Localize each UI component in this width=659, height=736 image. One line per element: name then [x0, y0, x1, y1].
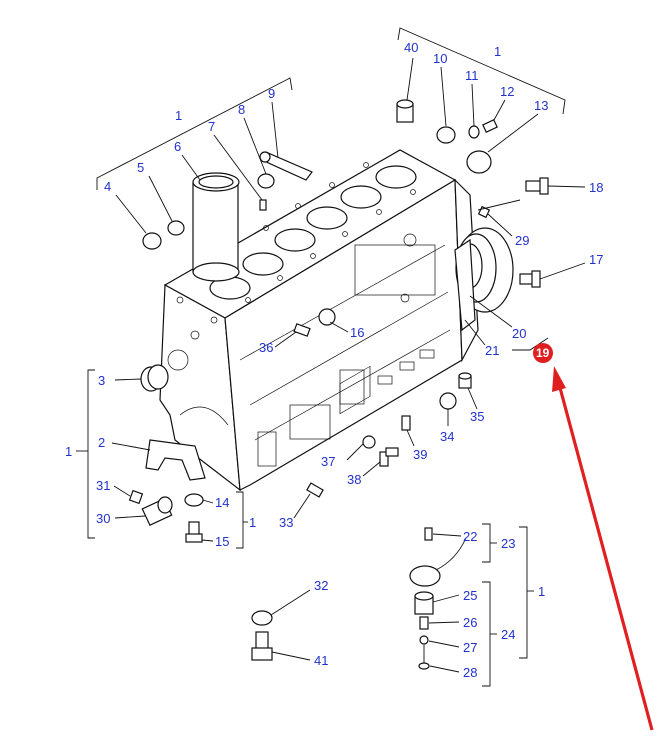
callout-5: 5	[137, 160, 144, 175]
parts	[128, 99, 549, 670]
callout-28: 28	[463, 665, 477, 680]
callout-21: 21	[485, 343, 499, 358]
callout-41: 41	[314, 653, 328, 668]
callout-39: 39	[413, 447, 427, 462]
callout-35: 35	[470, 409, 484, 424]
valve-body-25	[414, 591, 434, 615]
callout-18: 18	[589, 180, 603, 195]
callout-37: 37	[321, 454, 335, 469]
screw-39	[401, 415, 411, 431]
tube-9	[259, 151, 313, 181]
bolt-38	[379, 447, 399, 467]
callout-24: 24	[501, 627, 515, 642]
callout-38: 38	[347, 472, 361, 487]
callout-31: 31	[96, 478, 110, 493]
callout-1-top-left: 1	[175, 108, 182, 123]
group-brackets	[76, 27, 566, 687]
cylinder-liner	[192, 172, 240, 282]
red-pointer-arrow	[552, 366, 654, 731]
screw-36	[293, 323, 311, 337]
leader-lines	[111, 57, 586, 673]
pin-22	[424, 527, 433, 541]
callout-3: 3	[98, 373, 105, 388]
callout-22: 22	[463, 529, 477, 544]
washer-14	[184, 493, 204, 507]
dowel-7	[259, 199, 267, 211]
plug-5	[167, 220, 185, 236]
callout-1-right: 1	[538, 584, 545, 599]
callout-36: 36	[259, 340, 273, 355]
spring-26	[419, 616, 429, 630]
screw-33	[306, 482, 324, 498]
pin-28	[418, 645, 430, 670]
bolt-18	[525, 177, 549, 195]
rear-seal-assembly	[454, 227, 514, 332]
callout-8: 8	[238, 102, 245, 117]
bearing-cap-2	[145, 439, 206, 481]
callout-11: 11	[465, 68, 479, 83]
callout-16: 16	[350, 325, 364, 340]
washer-32	[251, 610, 273, 626]
plug-13	[466, 150, 492, 174]
callout-30: 30	[96, 511, 110, 526]
callout-19: 19	[536, 346, 550, 360]
highlight-marker	[533, 343, 553, 363]
plug-34	[439, 392, 457, 410]
callout-29: 29	[515, 233, 529, 248]
callout-23: 23	[501, 536, 515, 551]
plug-4	[142, 232, 162, 250]
callout-15: 15	[215, 534, 229, 549]
nozzle-23	[409, 537, 467, 587]
cup-40	[396, 99, 414, 123]
callout-1-top-right: 1	[494, 44, 501, 59]
callout-12: 12	[500, 84, 514, 99]
plug-3	[140, 364, 169, 392]
callout-33: 33	[279, 515, 293, 530]
washer-37	[362, 435, 376, 449]
callout-4: 4	[104, 179, 111, 194]
callout-27: 27	[463, 640, 477, 655]
callout-26: 26	[463, 615, 477, 630]
callout-1-small: 1	[249, 515, 256, 530]
callout-34: 34	[440, 429, 454, 444]
plug-10	[436, 126, 456, 144]
callout-1-left: 1	[65, 444, 72, 459]
callout-32: 32	[314, 578, 328, 593]
plug-8	[257, 173, 275, 189]
washer-11	[468, 125, 480, 139]
callout-7: 7	[208, 119, 215, 134]
bolt-41	[251, 631, 273, 661]
callout-14: 14	[215, 495, 229, 510]
callout-10: 10	[433, 51, 447, 66]
bolt-17	[519, 270, 541, 288]
callout-17: 17	[589, 252, 603, 267]
bolt-15	[185, 521, 203, 543]
callout-9: 9	[268, 86, 275, 101]
callout-6: 6	[174, 139, 181, 154]
callout-20: 20	[512, 326, 526, 341]
ball-27	[419, 635, 429, 645]
pin-31	[128, 489, 144, 505]
sleeve-30	[141, 496, 173, 527]
callout-25: 25	[463, 588, 477, 603]
callout-13: 13	[534, 98, 548, 113]
bolt-12	[482, 119, 498, 133]
callout-labels: 1 1 1 1 1 2 3 4 5 6 7 8 9 10 11 12 13 14…	[65, 40, 603, 680]
plug-35	[458, 372, 472, 389]
plug-16	[318, 308, 336, 326]
callout-40: 40	[404, 40, 418, 55]
callout-2: 2	[98, 435, 105, 450]
